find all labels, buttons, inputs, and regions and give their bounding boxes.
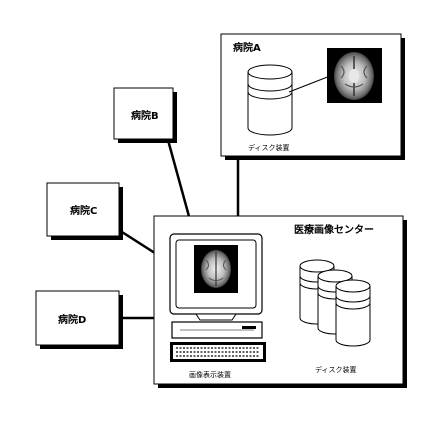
- computer-workstation-icon: [169, 233, 263, 339]
- brain-mri-image-icon: [327, 48, 382, 103]
- hospital-a-disk-label: ディスク装置: [248, 143, 290, 152]
- hospital-a: 病院A ディスク装置: [220, 33, 405, 160]
- link-b-center: [166, 139, 192, 221]
- hospital-a-label: 病院A: [233, 41, 261, 54]
- hospital-c: 病院C: [46, 182, 123, 240]
- center-disk-label: ディスク装置: [315, 365, 357, 374]
- hospital-b-label: 病院B: [131, 109, 159, 122]
- hospital-b: 病院B: [113, 87, 177, 143]
- hospital-d: 病院D: [35, 290, 123, 349]
- hospital-c-label: 病院C: [70, 204, 97, 217]
- hospital-d-label: 病院D: [58, 313, 86, 326]
- imaging-center: 医療画像センター 画像表示装置: [153, 215, 407, 388]
- pointer-line: [288, 75, 331, 93]
- link-c-center: [121, 230, 159, 257]
- center-label: 医療画像センター: [294, 223, 374, 236]
- keyboard-icon: [170, 342, 266, 362]
- center-display-label: 画像表示装置: [189, 370, 231, 379]
- disk-array-icon: [299, 259, 371, 347]
- disk-storage-icon: [247, 64, 293, 136]
